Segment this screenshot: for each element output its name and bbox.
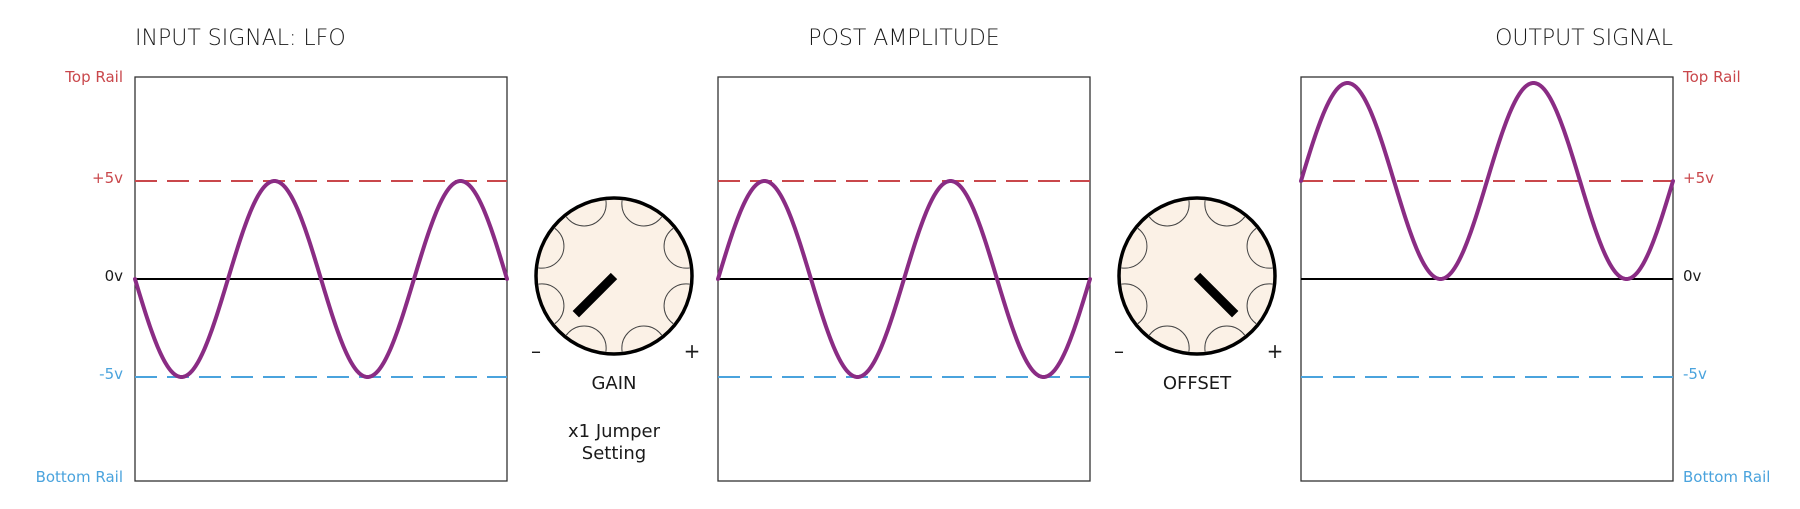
gain-knob-label: GAIN [591,373,636,394]
gain-plus-sign: + [684,339,701,363]
panel-post-amplitude-waveform [716,179,1092,379]
panel-input-waveform [133,179,509,379]
panel-output-top-rail-label: Top Rail [1682,68,1741,86]
offset-minus-sign: – [1114,339,1124,363]
gain-knob-body [534,196,694,356]
gain-minus-sign: – [531,339,541,363]
offset-plus-sign: + [1267,339,1284,363]
panel-input-bottom-rail-label: Bottom Rail [36,468,123,486]
panel-output-neg5-label: -5v [1683,365,1707,383]
panel-output-waveform [1299,81,1675,281]
panel-post-amplitude: POST AMPLITUDE [716,26,1092,482]
panel-input-pos5-label: +5v [92,169,123,187]
panel-input-title: INPUT SIGNAL: LFO [135,26,346,51]
panel-input-zero-label: 0v [105,267,124,285]
panel-output-bottom-rail-label: Bottom Rail [1683,468,1770,486]
panel-output: OUTPUT SIGNAL Top Rail +5v 0v -5v Bottom… [1299,26,1770,486]
panel-input-top-rail-label: Top Rail [64,68,123,86]
offset-knob-group: – + OFFSET [1103,182,1291,394]
panel-input: INPUT SIGNAL: LFO Top Rail +5v 0v -5v Bo… [36,26,509,486]
panel-post-amplitude-title: POST AMPLITUDE [808,26,999,51]
offset-knob-pointer [1193,272,1239,318]
offset-knob[interactable] [1103,182,1291,370]
gain-note-line2: Setting [582,443,646,464]
offset-knob-label: OFFSET [1163,373,1232,394]
panel-input-neg5-label: -5v [99,365,123,383]
panel-output-pos5-label: +5v [1683,169,1714,187]
panel-output-title: OUTPUT SIGNAL [1495,26,1673,51]
panel-output-zero-label: 0v [1683,267,1702,285]
gain-knob-pointer [572,272,618,318]
gain-knob[interactable] [520,182,708,370]
gain-note-line1: x1 Jumper [568,421,661,442]
gain-knob-group: – + GAIN x1 Jumper Setting [520,182,708,464]
